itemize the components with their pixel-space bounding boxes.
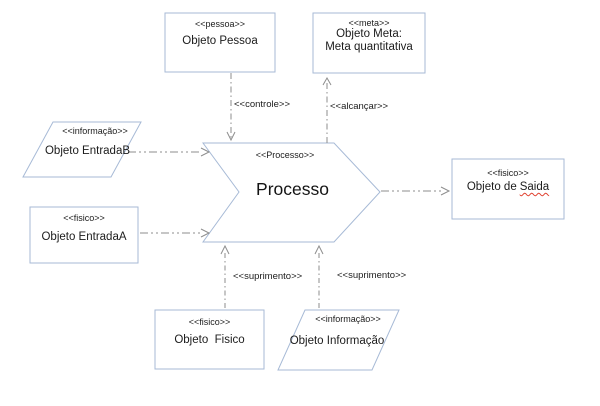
meta-box-shape[interactable] bbox=[312, 12, 426, 74]
edge-controle-arrowhead bbox=[226, 131, 236, 142]
edge-suprimento-left-label: <<suprimento>> bbox=[233, 271, 303, 282]
informacao-stereotype: <<informação>> bbox=[315, 314, 381, 324]
fisico-stereotype: <<fisico>> bbox=[188, 317, 231, 327]
fisico-node[interactable]: <<fisico>> Objeto Fisico bbox=[155, 310, 264, 369]
entrada-b-parallelogram-shape[interactable] bbox=[22, 121, 142, 178]
meta-node[interactable]: <<meta>> Objeto Meta: Meta quantitativa bbox=[313, 13, 425, 73]
edge-alcancar-label: <<alcançar>> bbox=[330, 101, 389, 112]
entrada-a-box-shape[interactable] bbox=[29, 206, 139, 264]
pessoa-node[interactable]: <<pessoa>> Objeto Pessoa bbox=[165, 13, 275, 72]
entrada-b-name: Objeto EntradaB bbox=[44, 145, 131, 157]
entrada-a-stereotype: <<fisico>> bbox=[63, 213, 105, 223]
processo-chevron-shape[interactable] bbox=[202, 142, 381, 243]
edge-suprimento-left-arrowhead bbox=[220, 244, 230, 255]
edge-entrada-a-arrowhead bbox=[200, 228, 211, 238]
edge-saida-arrowhead bbox=[440, 186, 451, 196]
informacao-parallelogram-shape[interactable] bbox=[277, 309, 400, 371]
fisico-box-shape[interactable] bbox=[154, 309, 265, 370]
informacao-name: Objeto Informação bbox=[289, 335, 385, 347]
pessoa-stereotype: <<pessoa>> bbox=[194, 19, 246, 29]
meta-stereotype: <<meta>> bbox=[348, 18, 390, 28]
saida-box-shape[interactable] bbox=[451, 158, 565, 220]
meta-name-line2: Meta quantitativa bbox=[325, 41, 413, 53]
edge-controle-label: <<controle>> bbox=[234, 99, 290, 110]
processo-name: Processo bbox=[256, 179, 329, 199]
edge-suprimento-right-label: <<suprimento>> bbox=[337, 270, 407, 281]
saida-stereotype: <<fisico>> bbox=[487, 168, 529, 178]
edge-entrada-b-arrowhead bbox=[200, 147, 211, 157]
processo-stereotype: <<Processo>> bbox=[255, 150, 315, 160]
meta-name-line1: Objeto Meta: bbox=[336, 28, 402, 40]
saida-name-prefix: Objeto de bbox=[466, 181, 517, 193]
saida-name: Objeto de Saida bbox=[452, 181, 564, 193]
pessoa-name: Objeto Pessoa bbox=[182, 35, 258, 47]
pessoa-box-shape[interactable] bbox=[164, 12, 276, 73]
saida-node[interactable]: <<fisico>> Objeto de Saida bbox=[452, 159, 564, 219]
saida-name-flagged-word: Saida bbox=[519, 181, 550, 193]
entrada-a-node[interactable]: <<fisico>> Objeto EntradaA bbox=[30, 207, 138, 263]
entrada-b-stereotype: <<informação>> bbox=[62, 126, 128, 136]
entrada-a-name: Objeto EntradaA bbox=[41, 231, 127, 243]
fisico-name: Objeto Fisico bbox=[174, 334, 245, 346]
edge-suprimento-right-arrowhead bbox=[314, 244, 324, 255]
edge-alcancar-arrowhead bbox=[322, 76, 332, 86]
